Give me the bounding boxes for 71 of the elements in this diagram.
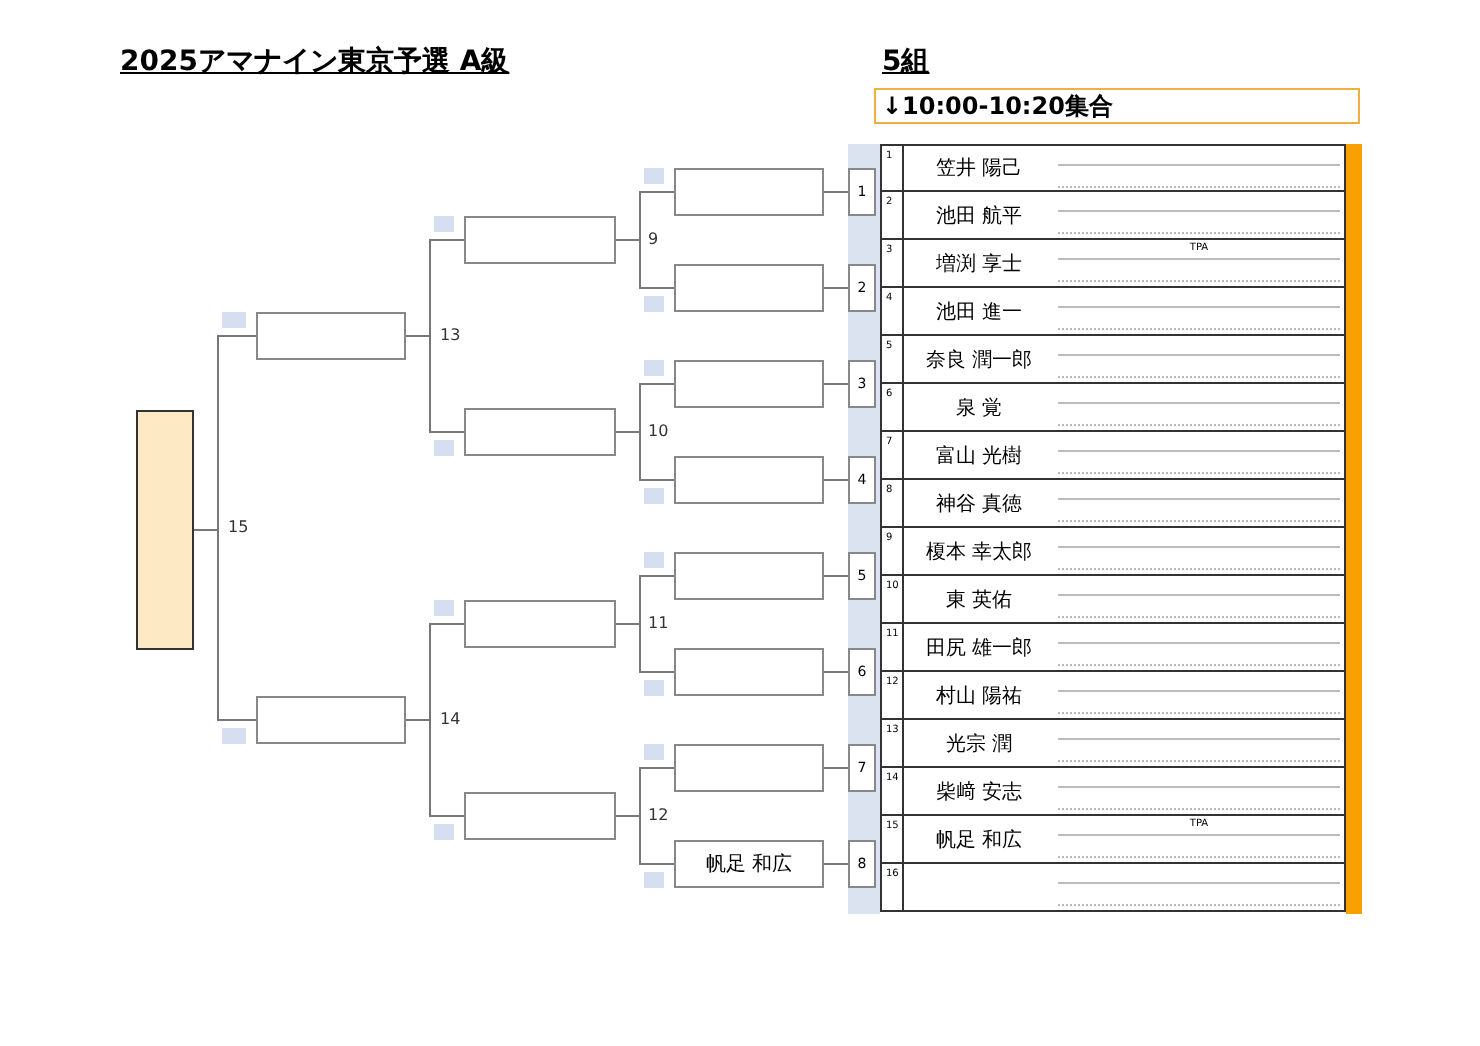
bracket-line bbox=[405, 719, 465, 817]
player-name: 池田 航平 bbox=[935, 203, 1023, 229]
player-name: 東 英佑 bbox=[945, 587, 1013, 613]
player-row bbox=[880, 528, 1346, 576]
player-row bbox=[880, 768, 1346, 816]
bracket-box bbox=[674, 264, 824, 312]
winner-name: 帆足 和広 bbox=[674, 840, 824, 888]
bracket-box bbox=[674, 360, 824, 408]
bracket-box bbox=[674, 456, 824, 504]
bracket-line bbox=[823, 479, 849, 481]
player-name: 光宗 潤 bbox=[945, 731, 1013, 757]
player-row bbox=[880, 816, 1346, 864]
bracket-line bbox=[823, 671, 849, 673]
player-row bbox=[880, 240, 1346, 288]
bracket-box bbox=[464, 600, 616, 648]
match-number: 13 bbox=[440, 326, 461, 346]
player-row bbox=[880, 336, 1346, 384]
bracket-box bbox=[674, 552, 824, 600]
player-row bbox=[880, 384, 1346, 432]
group-label: 5組 bbox=[882, 44, 930, 80]
player-name: 増渕 享士 bbox=[935, 251, 1023, 277]
bracket-box bbox=[464, 408, 616, 456]
player-row bbox=[880, 480, 1346, 528]
match-number: 14 bbox=[440, 710, 461, 730]
player-name: 柴﨑 安志 bbox=[935, 779, 1023, 805]
bracket-line bbox=[615, 431, 675, 481]
bracket-line bbox=[823, 191, 849, 193]
player-name: 池田 進一 bbox=[935, 299, 1023, 325]
player-row bbox=[880, 576, 1346, 624]
bracket-box bbox=[674, 168, 824, 216]
match-number: 9 bbox=[648, 230, 659, 250]
player-row bbox=[880, 624, 1346, 672]
bracket-line bbox=[823, 767, 849, 769]
player-name: 帆足 和広 bbox=[935, 827, 1023, 853]
bracket-line bbox=[193, 529, 257, 721]
bracket-box bbox=[256, 312, 406, 360]
player-row bbox=[880, 672, 1346, 720]
page-title: 2025アマナイン東京予選 A級 bbox=[120, 44, 510, 80]
bracket-line bbox=[615, 239, 675, 289]
bracket-line bbox=[823, 575, 849, 577]
bracket-line bbox=[823, 383, 849, 385]
bracket-line bbox=[823, 863, 849, 865]
player-name: 笠井 陽己 bbox=[935, 155, 1023, 182]
player-row bbox=[880, 288, 1346, 336]
match-number: 11 bbox=[648, 614, 669, 634]
match-number: 15 bbox=[228, 518, 249, 538]
player-name: 奈良 潤一郎 bbox=[925, 347, 1033, 373]
player-name: 神谷 真徳 bbox=[935, 491, 1023, 517]
player-row bbox=[880, 720, 1346, 768]
champion-box bbox=[136, 410, 194, 650]
player-name: 榎本 幸太郎 bbox=[925, 539, 1033, 565]
match-number: 10 bbox=[648, 422, 669, 442]
bracket-box bbox=[674, 648, 824, 696]
player-row bbox=[880, 432, 1346, 480]
player-name: 泉 覚 bbox=[955, 395, 1003, 421]
player-name: 村山 陽祐 bbox=[935, 683, 1023, 709]
player-row bbox=[880, 144, 1346, 192]
bracket-box bbox=[464, 216, 616, 264]
match-number: 12 bbox=[648, 806, 669, 826]
bracket-box bbox=[256, 696, 406, 744]
meeting-time-box: ↓10:00-10:20集合 bbox=[874, 88, 1360, 124]
bracket-line bbox=[405, 335, 465, 433]
bracket-box bbox=[464, 792, 616, 840]
bracket-line bbox=[615, 815, 675, 865]
bracket-line bbox=[823, 287, 849, 289]
player-row bbox=[880, 864, 1346, 912]
player-row bbox=[880, 192, 1346, 240]
player-name: 田尻 雄一郎 bbox=[925, 635, 1033, 661]
bracket-box bbox=[674, 744, 824, 792]
player-name: 富山 光樹 bbox=[935, 443, 1023, 469]
bracket-line bbox=[615, 623, 675, 673]
